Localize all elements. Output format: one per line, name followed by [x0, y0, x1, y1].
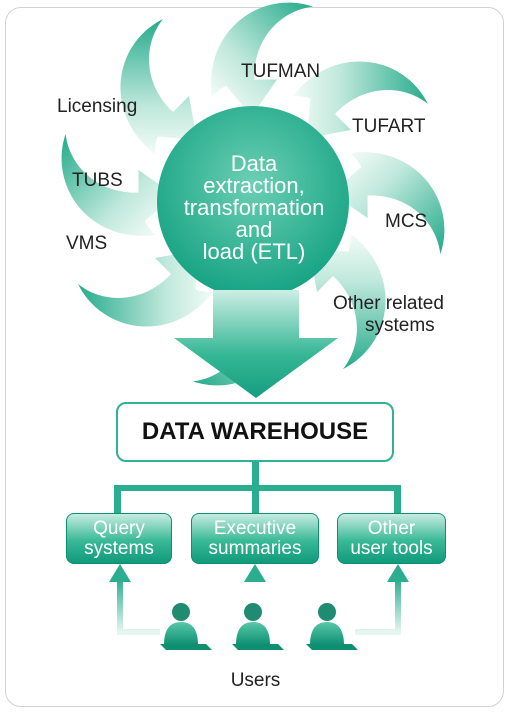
source-other-related: Other related systems [333, 293, 444, 337]
tool-executive-summaries: Executive summaries [191, 513, 319, 564]
tool-label-line1: Query [93, 517, 145, 539]
user-head [172, 603, 190, 621]
swirl-vane [293, 61, 428, 138]
tool-label-line2: summaries [208, 537, 302, 559]
etl-line-5: load (ETL) [202, 239, 306, 264]
etl-line-1: Data [230, 151, 278, 176]
etl-line-4: and [235, 217, 273, 242]
tool-label-line1: Executive [213, 517, 297, 539]
etl-line-3: transformation [183, 195, 325, 220]
users-label: Users [230, 670, 281, 691]
swirl-vane [211, 2, 314, 117]
laptop-icon [306, 644, 358, 650]
swirl-vane [78, 250, 213, 327]
etl-hub [157, 106, 349, 298]
laptop-icon [232, 644, 284, 650]
source-other-line1: Other related [333, 293, 444, 314]
etl-line-2: extraction, [203, 173, 305, 198]
warehouse-connectors [114, 462, 401, 514]
data-warehouse-label: DATA WAREHOUSE [141, 418, 369, 445]
etl-swirl [61, 2, 445, 386]
source-other-line2: systems [365, 315, 435, 336]
source-tufart: TUFART [352, 116, 426, 137]
swirl-vane [309, 234, 386, 369]
tool-label-line1: Other [367, 517, 416, 539]
user-figure-2 [232, 603, 284, 650]
swirl-vane [330, 152, 445, 255]
user-figure-3 [306, 603, 358, 650]
user-arrows [109, 564, 409, 635]
swirl-vane [61, 133, 176, 236]
source-tufman: TUFMAN [241, 61, 321, 82]
user-body [310, 622, 344, 645]
tool-query-systems: Query systems [66, 513, 172, 564]
swirl-vane [120, 19, 197, 154]
laptop-icon [160, 644, 212, 650]
user-head [244, 603, 262, 621]
users-to-query-arrow [117, 578, 160, 635]
tool-label-line2: systems [84, 537, 154, 559]
user-figure-1 [160, 603, 212, 650]
etl-to-warehouse-arrow [174, 290, 338, 398]
source-mcs: MCS [385, 211, 428, 232]
users-to-other-tools-arrow [355, 578, 401, 635]
user-body [236, 622, 270, 645]
user-body [164, 622, 198, 645]
source-tubs: TUBS [72, 170, 123, 191]
tool-label-line2: user tools [350, 537, 433, 559]
source-vms: VMS [66, 233, 108, 254]
etl-label: Data extraction, transformation and load… [171, 153, 337, 263]
data-warehouse-box: DATA WAREHOUSE [116, 402, 394, 462]
tool-other-user-tools: Other user tools [337, 513, 446, 564]
user-head [318, 603, 336, 621]
source-licensing: Licensing [57, 96, 138, 117]
